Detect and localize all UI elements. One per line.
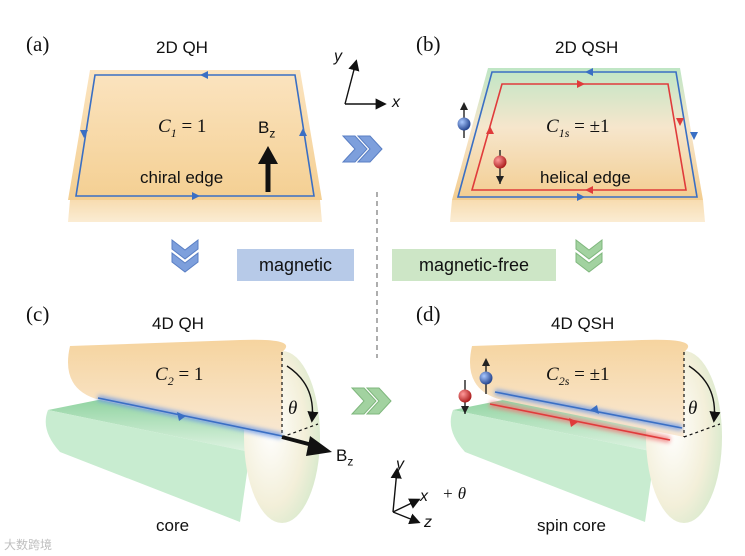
helical-edge-outer bbox=[456, 71, 698, 198]
axes-bottom bbox=[390, 467, 421, 525]
panel-d-invariant: C2s = ±1 bbox=[546, 364, 610, 388]
chevron-right-icon bbox=[341, 135, 383, 163]
edge-arrow-icon bbox=[177, 412, 186, 421]
edge-arrow-icon bbox=[585, 186, 593, 194]
magnetic-free-box bbox=[392, 249, 556, 281]
panel-a-invariant: C1 = 1 bbox=[158, 116, 207, 140]
edge-arrow-icon bbox=[200, 71, 208, 79]
edge-arrow-icon bbox=[690, 132, 698, 140]
edge-arrow-icon bbox=[192, 192, 200, 200]
panel-a-tag: (a) bbox=[26, 32, 50, 56]
helical-edge-inner bbox=[470, 83, 687, 191]
edge-arrow-icon bbox=[569, 418, 578, 427]
watermark: 大数跨境 bbox=[4, 538, 53, 552]
panel-c-field: Bz bbox=[336, 446, 354, 469]
axes-top bbox=[344, 59, 387, 110]
axis-bottom-y: y bbox=[396, 456, 404, 473]
panel-c-core: core bbox=[156, 516, 190, 535]
axis-top-y: y bbox=[334, 48, 342, 65]
magnetic-label: magnetic bbox=[258, 255, 333, 275]
panel-b-title: 2D QSH bbox=[555, 38, 619, 57]
panel-c-tag: (c) bbox=[26, 302, 50, 326]
edge-arrow-icon bbox=[676, 118, 684, 126]
panel-d-tag: (d) bbox=[416, 302, 441, 326]
chevron-down-icon bbox=[171, 238, 199, 273]
axis-bottom-x: x bbox=[420, 488, 428, 505]
panel-c-angle: θ bbox=[288, 398, 298, 419]
edge-arrow-icon bbox=[80, 130, 88, 138]
magnetic-free-label: magnetic-free bbox=[418, 255, 530, 275]
bz-arrow-icon bbox=[258, 146, 278, 192]
edge-arrow-icon bbox=[590, 405, 599, 414]
panel-d-cylinder bbox=[450, 339, 722, 523]
edge-arrow-icon bbox=[299, 128, 307, 136]
panel-d-angle: θ bbox=[688, 398, 698, 419]
panel-c-cylinder bbox=[45, 339, 332, 523]
panel-a-slab bbox=[68, 70, 322, 222]
spin-up-icon bbox=[479, 358, 493, 394]
edge-arrow-icon bbox=[585, 68, 593, 76]
axis-top-x: x bbox=[392, 94, 400, 111]
panel-c-invariant: C2 = 1 bbox=[155, 364, 204, 388]
chevron-down-icon bbox=[575, 238, 603, 273]
panel-b-invariant: C1s = ±1 bbox=[546, 116, 610, 140]
edge-arrow-icon bbox=[577, 80, 585, 88]
spin-up-icon bbox=[457, 102, 471, 138]
panel-b-slab bbox=[450, 68, 705, 222]
panel-a-edge: chiral edge bbox=[140, 168, 224, 187]
axis-bottom-z: z bbox=[424, 514, 432, 531]
panel-d-title: 4D QSH bbox=[551, 314, 615, 333]
panel-b-edge: helical edge bbox=[540, 168, 631, 187]
edge-arrow-icon bbox=[486, 126, 494, 134]
panel-c-title: 4D QH bbox=[152, 314, 204, 333]
spin-down-icon bbox=[458, 380, 472, 414]
chiral-edge-loop bbox=[75, 74, 315, 197]
panel-a-title: 2D QH bbox=[156, 38, 208, 57]
chevron-right-icon bbox=[350, 387, 392, 415]
spin-down-icon bbox=[493, 150, 507, 184]
axis-bottom-theta: + θ bbox=[442, 484, 467, 503]
panel-d-core: spin core bbox=[537, 516, 606, 535]
edge-arrow-icon bbox=[577, 193, 585, 201]
bz-arrow-icon bbox=[281, 435, 332, 456]
panel-a-field: Bz bbox=[258, 118, 276, 141]
magnetic-box bbox=[237, 249, 354, 281]
panel-b-tag: (b) bbox=[416, 32, 441, 56]
